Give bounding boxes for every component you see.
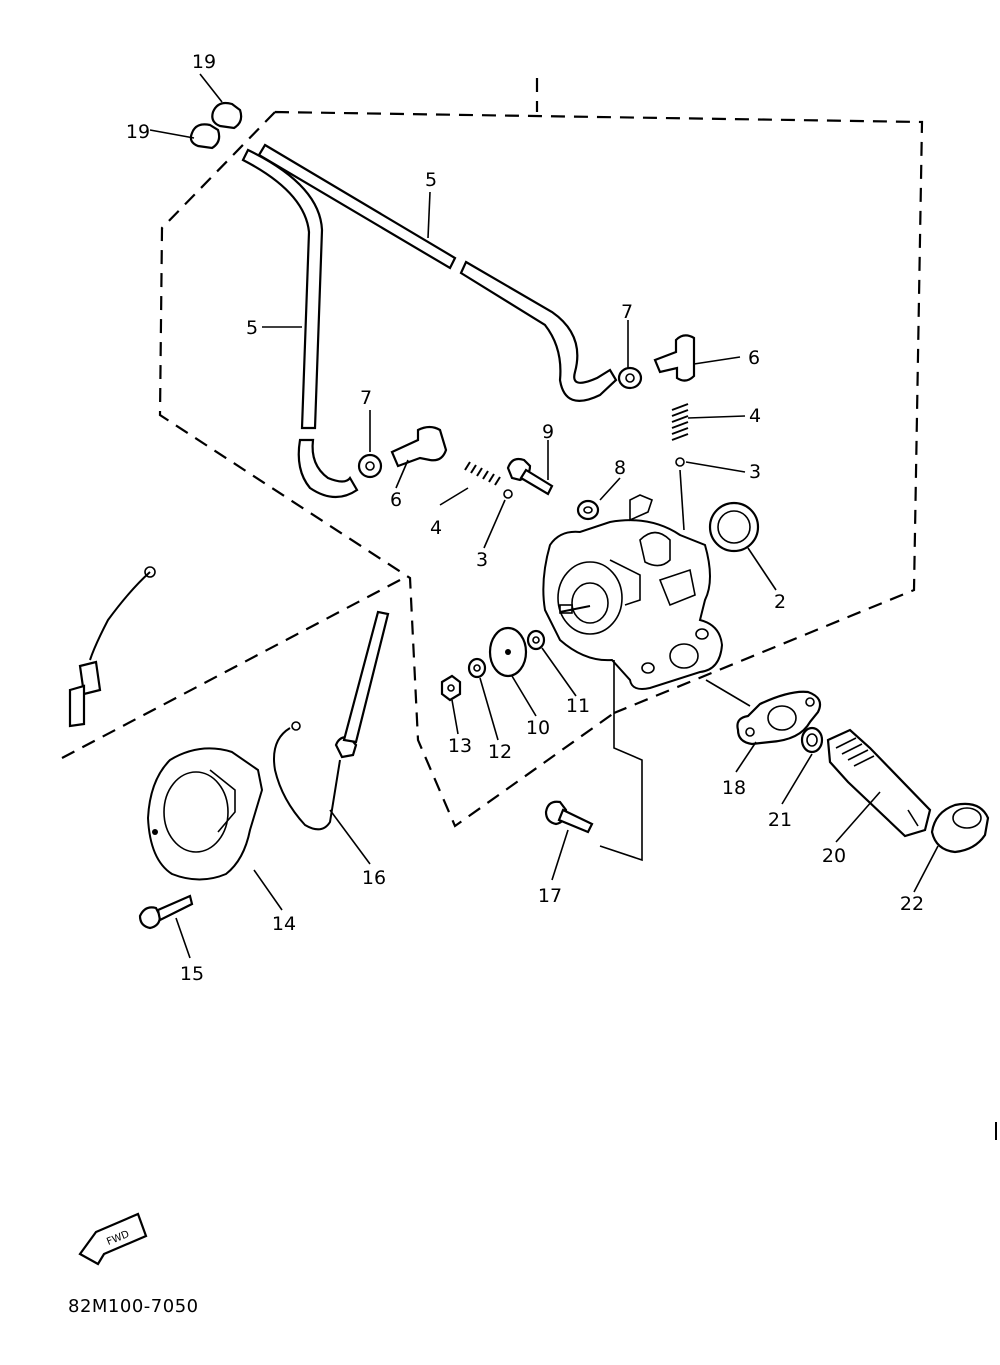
- callout-7a: 7: [621, 301, 633, 323]
- drive-shaft-part-20: [826, 728, 932, 838]
- o-ring-part-21: [800, 726, 824, 754]
- callout-6b: 6: [390, 489, 402, 511]
- callout-3b: 3: [476, 549, 488, 571]
- leader-lines: [149, 73, 939, 959]
- callout-22: 22: [900, 893, 924, 915]
- callout-5a: 5: [425, 169, 437, 191]
- drawing-code: 82M100-7050: [68, 1296, 199, 1317]
- check-ball-part-3: [503, 457, 685, 499]
- callout-4b: 4: [430, 517, 442, 539]
- callout-16: 16: [362, 867, 386, 889]
- callout-18: 18: [722, 777, 746, 799]
- oil-pump-body: [542, 494, 724, 690]
- oil-seal-part-2: [708, 501, 760, 553]
- gasket-part-18: [736, 690, 822, 746]
- callout-15: 15: [180, 963, 204, 985]
- bolt-part-17: [544, 800, 594, 834]
- hose-band-part-7: [357, 366, 643, 479]
- callout-9: 9: [542, 421, 554, 443]
- washer-part-12: [467, 657, 487, 679]
- screw-part-15: [138, 894, 194, 930]
- callout-6a: 6: [748, 347, 760, 369]
- callout-11: 11: [566, 695, 590, 717]
- washer-part-8: [576, 499, 600, 521]
- pump-cover-part-14: [146, 747, 264, 881]
- hose-part-5-upper: [257, 143, 618, 402]
- assembly-boundary-dashed: [61, 78, 924, 828]
- small-cable-with-fitting: [68, 566, 156, 728]
- drive-gear-part-10: [488, 626, 528, 678]
- callout-19b: 19: [126, 121, 150, 143]
- callout-12: 12: [488, 741, 512, 763]
- callout-13: 13: [448, 735, 472, 757]
- callout-2: 2: [774, 591, 786, 613]
- callout-20: 20: [822, 845, 846, 867]
- control-cable-part-16: [273, 610, 390, 831]
- callout-8: 8: [614, 457, 626, 479]
- callout-labels: 19 19 5 5 7 6 7 4 9 8 3 6 4 3 2 11 10 12…: [126, 51, 924, 985]
- callout-19a: 19: [192, 51, 216, 73]
- callout-14: 14: [272, 913, 296, 935]
- cap-part-22: [930, 802, 990, 854]
- callout-3a: 3: [749, 461, 761, 483]
- callout-10: 10: [526, 717, 550, 739]
- callout-21: 21: [768, 809, 792, 831]
- hose-clamp-part-19: [189, 101, 243, 150]
- forward-direction-arrow-icon: FWD: [78, 1212, 148, 1266]
- callout-17: 17: [538, 885, 562, 907]
- callout-4a: 4: [749, 405, 761, 427]
- elbow-fitting-part-6: [390, 334, 696, 468]
- bolt-part-9: [506, 457, 554, 496]
- hose-part-5-left: [241, 148, 359, 499]
- callout-7b: 7: [360, 387, 372, 409]
- washer-part-11: [526, 629, 546, 651]
- nut-part-13: [440, 674, 462, 702]
- callout-5b: 5: [246, 317, 258, 339]
- spring-part-4: [464, 403, 689, 486]
